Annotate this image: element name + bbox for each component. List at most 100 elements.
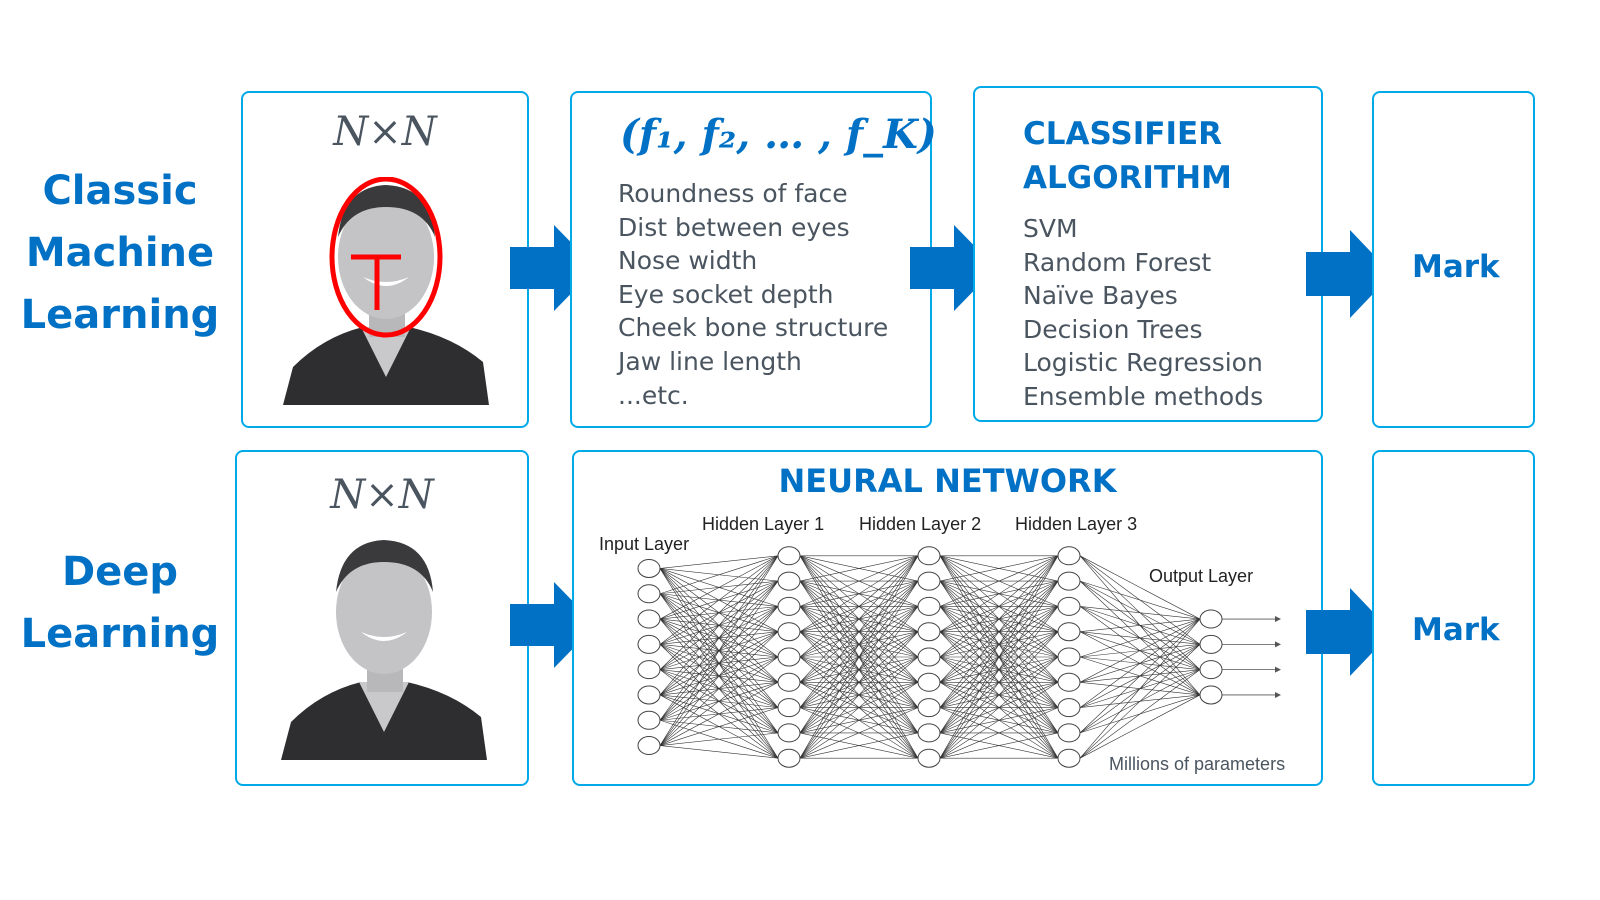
- classic-output-box: Mark: [1372, 91, 1535, 428]
- connection-edge: [659, 732, 779, 746]
- connection-edge: [799, 707, 919, 759]
- neuron-node: [777, 596, 801, 616]
- connection-edge: [659, 631, 779, 746]
- layer-label: Input Layer: [599, 534, 690, 554]
- classifier-box: CLASSIFIER ALGORITHM SVM Random Forest N…: [973, 86, 1323, 422]
- neuron-node: [777, 647, 801, 667]
- deep-input-box: N×N: [235, 450, 529, 786]
- neuron-node: [917, 698, 941, 718]
- connection-edge: [799, 732, 919, 759]
- classifier-list: SVM Random Forest Naïve Bayes Decision T…: [1023, 212, 1263, 414]
- neuron-node: [777, 622, 801, 642]
- connection-edge: [1079, 580, 1201, 620]
- neuron-node: [637, 660, 661, 680]
- classic-ml-label: Classic Machine Learning: [10, 160, 230, 346]
- neuron-node: [1057, 723, 1081, 743]
- connection-edge: [799, 555, 919, 683]
- connection-edge: [939, 555, 1059, 708]
- connection-edge: [939, 682, 1059, 759]
- connection-edge: [659, 555, 779, 670]
- neuron-node: [917, 596, 941, 616]
- connection-edge: [799, 656, 919, 759]
- feature-item: Jaw line length: [618, 346, 802, 376]
- connection-edge: [659, 555, 779, 569]
- neural-network-title: NEURAL NETWORK: [778, 462, 1117, 500]
- connection-edge: [799, 682, 919, 759]
- classifier-item: Ensemble methods: [1023, 381, 1264, 411]
- label-line: Deep: [61, 549, 179, 595]
- feature-item: Eye socket depth: [618, 279, 834, 309]
- neuron-node: [1057, 647, 1081, 667]
- connection-edge: [659, 555, 779, 620]
- feature-item: Nose width: [618, 246, 758, 276]
- feature-item: Dist between eyes: [618, 212, 850, 242]
- neuron-node: [637, 609, 661, 629]
- neuron-node: [637, 634, 661, 654]
- connection-edge: [799, 555, 919, 582]
- connection-edge: [659, 555, 779, 645]
- classic-input-box: N×N: [241, 91, 529, 428]
- connection-edge: [939, 555, 1059, 734]
- dimension-label: N×N: [333, 109, 437, 155]
- connection-edge: [1079, 618, 1201, 658]
- layer-label: Hidden Layer 3: [1015, 514, 1138, 534]
- feature-item: Roundness of face: [618, 179, 848, 208]
- connection-edge: [1079, 555, 1201, 620]
- neuron-node: [637, 710, 661, 730]
- connection-edge: [799, 555, 919, 607]
- title-line: CLASSIFIER: [1023, 116, 1223, 152]
- connection-edge: [939, 555, 1059, 632]
- deep-output-box: Mark: [1372, 450, 1535, 786]
- neuron-node: [1199, 634, 1223, 654]
- neuron-node: [917, 723, 941, 743]
- neuron-node: [637, 558, 661, 578]
- connection-edge: [659, 580, 779, 746]
- classifier-item: SVM: [1023, 214, 1078, 243]
- layer-label: Output Layer: [1149, 566, 1254, 586]
- connection-edge: [1079, 606, 1201, 620]
- neuron-node: [777, 748, 801, 768]
- neuron-node: [1199, 685, 1223, 705]
- connection-edge: [1079, 618, 1201, 683]
- features-box: (f₁, f₂, … , f_K) Roundness of face Dist…: [570, 91, 937, 428]
- connection-edge: [939, 631, 1059, 759]
- connection-edge: [1079, 644, 1201, 759]
- connection-edge: [1079, 618, 1201, 632]
- connection-edge: [939, 555, 1059, 658]
- face-outline-annotation: [329, 177, 443, 338]
- connection-edge: [799, 631, 919, 759]
- feature-list: Roundness of face Dist between eyes Nose…: [618, 177, 888, 412]
- neuron-node: [777, 672, 801, 692]
- neuron-node: [917, 672, 941, 692]
- connection-edge: [799, 555, 919, 708]
- connections: [659, 555, 1201, 759]
- connection-edge: [659, 555, 779, 595]
- connection-edge: [939, 606, 1059, 759]
- neuron-node: [777, 698, 801, 718]
- neuron-node: [1057, 571, 1081, 591]
- connection-edge: [939, 580, 1059, 759]
- connection-edge: [939, 707, 1059, 759]
- connection-edge: [1079, 618, 1201, 759]
- connection-edge: [659, 656, 779, 746]
- face-photo-annotated: [283, 177, 489, 405]
- classifier-item: Decision Trees: [1023, 314, 1203, 344]
- connection-edge: [939, 732, 1059, 759]
- layer-label: Hidden Layer 1: [702, 514, 825, 534]
- neuron-node: [777, 571, 801, 591]
- title-line: ALGORITHM: [1023, 160, 1232, 196]
- layer-label: Hidden Layer 2: [859, 514, 982, 534]
- neuron-node: [917, 647, 941, 667]
- connection-edge: [1079, 694, 1201, 759]
- neuron-node: [777, 723, 801, 743]
- connection-edge: [659, 606, 779, 746]
- output-arrowhead: [1275, 666, 1281, 673]
- right-arrow-icon: [1306, 230, 1392, 318]
- neuron-node: [637, 685, 661, 705]
- output-arrowhead: [1275, 641, 1281, 648]
- neural-network-graph: [637, 546, 1281, 768]
- neuron-node: [637, 736, 661, 756]
- neuron-node: [1057, 546, 1081, 566]
- neuron-node: [917, 622, 941, 642]
- connection-edge: [659, 682, 779, 746]
